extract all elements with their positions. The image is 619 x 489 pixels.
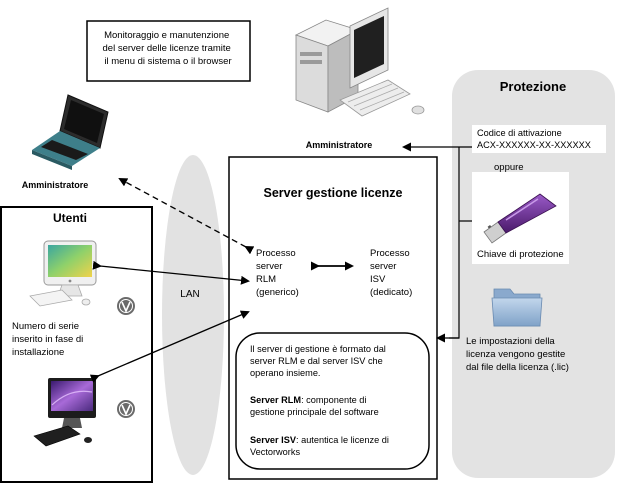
admin-desktop-label: Amministratore <box>306 140 373 150</box>
or-label: oppure <box>494 162 524 173</box>
folder-icon <box>491 288 543 327</box>
server-info-intro: Il server di gestione è formato dal serv… <box>250 344 388 378</box>
laptop-icon <box>32 94 109 170</box>
monitoring-note-text: Monitoraggio e manutenzione del server d… <box>103 30 234 67</box>
usb-dongle-icon <box>483 193 557 244</box>
monitoring-note-box <box>86 20 251 82</box>
admin-dashed-arrow <box>118 178 255 255</box>
lan-label: LAN <box>180 289 199 300</box>
server-rlm-desc: Server RLM: componente di gestione princ… <box>250 395 379 417</box>
user1-rlm-arrow <box>92 260 250 285</box>
vectorworks-logo-icon <box>117 400 135 418</box>
admin-laptop-label: Amministratore <box>22 180 89 190</box>
imac-icon <box>29 240 97 307</box>
server-title: Server gestione licenze <box>264 186 403 200</box>
server-info-box <box>235 332 430 470</box>
dongle-label: Chiave di protezione <box>477 249 564 260</box>
server-isv-desc: Server ISV: autentica le licenze di Vect… <box>250 435 392 457</box>
activation-code: ACX-XXXXXX-XX-XXXXXX <box>477 140 591 150</box>
serial-number-note: Numero di serie inserito in fase di inst… <box>12 321 86 358</box>
lan-ellipse <box>162 155 224 475</box>
activation-code-box <box>472 125 606 153</box>
vectorworks-logo-icon <box>117 297 135 315</box>
license-file-text: Le impostazioni della licenza vengono ge… <box>466 336 569 373</box>
users-title: Utenti <box>53 211 87 225</box>
protection-title: Protezione <box>500 79 566 94</box>
imac-icon <box>33 378 96 447</box>
user2-rlm-arrow <box>89 310 250 383</box>
activation-label: Codice di attivazione <box>477 128 562 138</box>
isv-process-label: Processo server ISV (dedicato) <box>370 248 412 298</box>
rlm-process-label: Processo server RLM (generico) <box>256 248 299 298</box>
desktop-tower-icon <box>294 7 425 117</box>
